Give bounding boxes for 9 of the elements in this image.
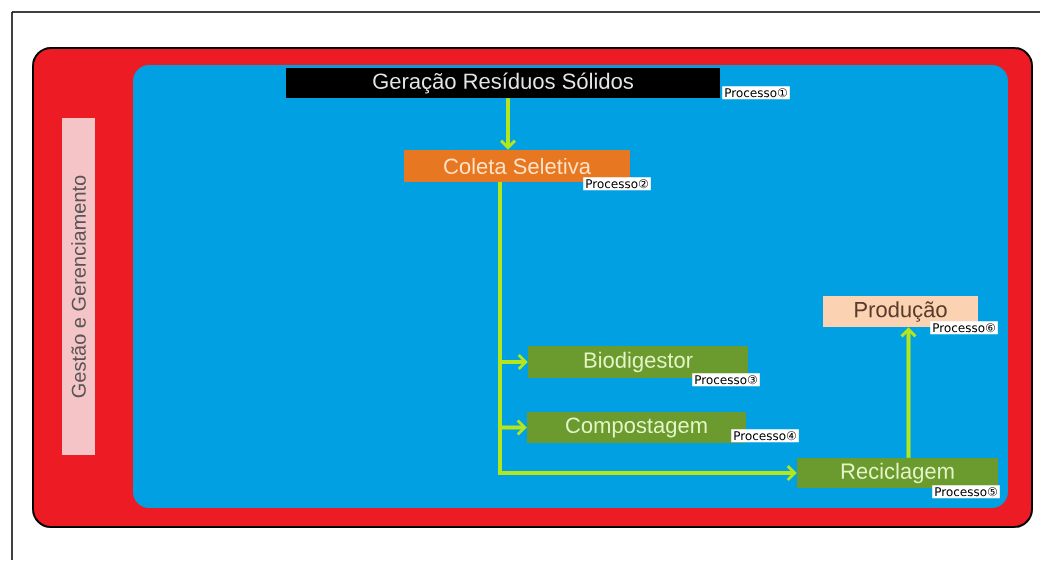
process-tag: Processo⑤ <box>932 485 1000 499</box>
process-tag: Processo① <box>722 86 790 100</box>
process-box: Gestão e Gerenciamento <box>62 118 95 455</box>
process-tag: Processo④ <box>731 429 799 443</box>
arrow <box>499 98 517 150</box>
arrow <box>900 327 917 458</box>
arrow <box>498 182 797 482</box>
process-box: Geração Resíduos Sólidos <box>286 68 720 98</box>
process-box: Reciclagem <box>797 458 998 488</box>
